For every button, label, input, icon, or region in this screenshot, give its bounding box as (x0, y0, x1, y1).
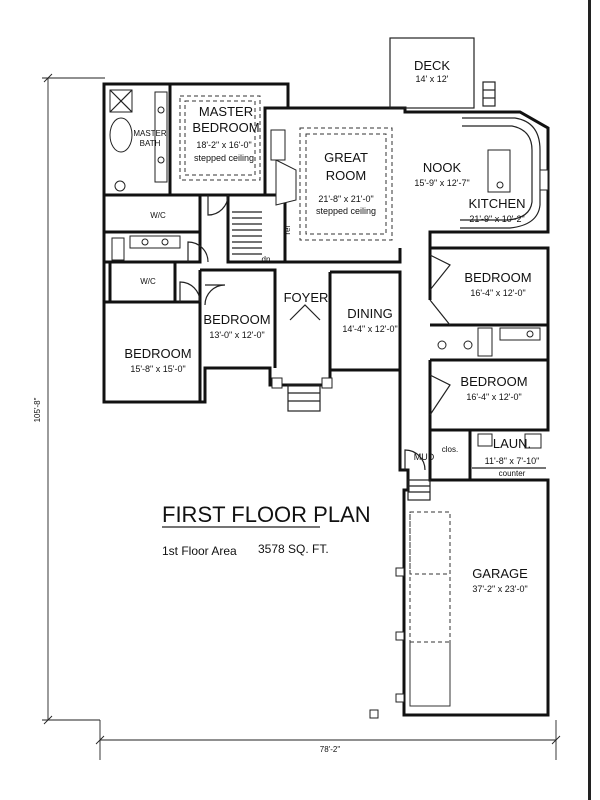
closet-label: clos. (442, 445, 458, 454)
kitchen-size: 21'-9" x 10'-2" (469, 214, 524, 224)
nook-label: NOOK (423, 160, 462, 175)
deck-label: DECK (414, 58, 450, 73)
garage-size: 37'-2" x 23'-0" (472, 584, 527, 594)
bedroom-right-bottom-label: BEDROOM (460, 374, 527, 389)
bedroom-center-size: 13'-0" x 12'-0" (209, 330, 264, 340)
bedroom-left-label: BEDROOM (124, 346, 191, 361)
master-bedroom-size: 18'-2" x 16'-0" (196, 140, 251, 150)
floor-area-value: 3578 SQ. FT. (258, 542, 329, 556)
garage-label: GARAGE (472, 566, 528, 581)
stair-dn-label: dn (262, 255, 271, 264)
deck-outline (389, 37, 475, 109)
dining-label: DINING (347, 306, 393, 321)
wic-hall-label: W/C (140, 277, 156, 286)
overall-width-dimension: 78'-2" (320, 745, 341, 754)
master-stepped-ceiling (179, 95, 261, 181)
bedroom-center-label: BEDROOM (203, 312, 270, 327)
fixtures (109, 89, 549, 719)
laundry-label: LAUN. (493, 436, 531, 451)
floor-area-label: 1st Floor Area (162, 544, 237, 558)
dimension-lines (42, 73, 561, 760)
master-bath-label-2: BATH (140, 139, 161, 148)
deck-size: 14' x 12' (416, 74, 449, 84)
bedroom-right-bottom-size: 16'-4" x 12'-0" (466, 392, 521, 402)
master-bath-label: MASTER (133, 129, 167, 138)
great-room-label: GREAT (324, 150, 368, 165)
dining-size: 14'-4" x 12'-0" (342, 324, 397, 334)
bedroom-right-top-label: BEDROOM (464, 270, 531, 285)
nook-size: 15'-9" x 12'-7" (414, 178, 469, 188)
ref-label: ref (283, 225, 292, 235)
great-room-size: 21'-8" x 21'-0" (318, 194, 373, 204)
bedroom-right-top-size: 16'-4" x 12'-0" (470, 288, 525, 298)
mud-label: MUD (414, 452, 435, 462)
master-bedroom-label-2: BEDROOM (192, 120, 259, 135)
interior-walls (104, 84, 548, 482)
bedroom-left-size: 15'-8" x 15'-0" (130, 364, 185, 374)
door-swings (179, 194, 451, 471)
wic-master-label: W/C (150, 211, 166, 220)
laundry-size: 11'-8" x 7'-10" (485, 456, 540, 466)
great-room-note: stepped ceiling (316, 206, 376, 216)
great-room-stepped-ceiling (299, 127, 393, 241)
kitchen-label: KITCHEN (468, 196, 525, 211)
laundry-note: counter (499, 469, 526, 478)
master-bedroom-note: stepped ceiling (194, 153, 254, 163)
great-room-label-2: ROOM (326, 168, 366, 183)
overall-depth-dimension: 105'-8" (33, 397, 42, 422)
deck-steps (482, 81, 496, 107)
master-bedroom-label: MASTER (199, 104, 253, 119)
foyer-label: FOYER (284, 290, 329, 305)
page-edge-bar (588, 0, 591, 800)
plan-title: FIRST FLOOR PLAN (162, 502, 371, 527)
